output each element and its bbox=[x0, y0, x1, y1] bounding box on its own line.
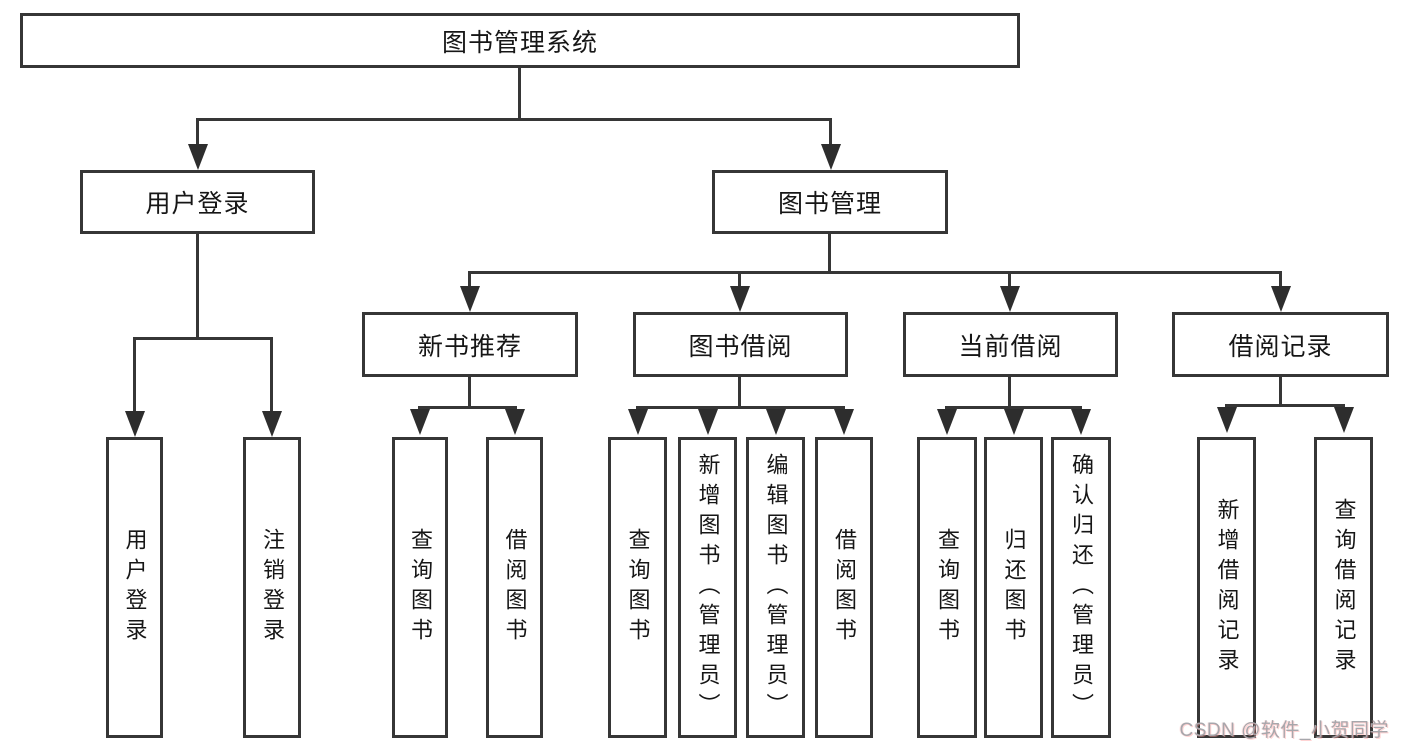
leaf-label: 确认归还（管理员） bbox=[1069, 452, 1094, 723]
arrowhead-icon bbox=[460, 286, 480, 312]
leaf-confirm-return-admin: 确认归还（管理员） bbox=[1051, 437, 1111, 738]
arrowhead-icon bbox=[410, 409, 430, 435]
node-borrow-record: 借阅记录 bbox=[1172, 312, 1389, 377]
arrowhead-icon bbox=[937, 409, 957, 435]
leaf-borrow-book-1: 借阅图书 bbox=[486, 437, 543, 738]
leaf-query-book-2: 查询图书 bbox=[608, 437, 667, 738]
node-user-login: 用户登录 bbox=[80, 170, 315, 234]
connector-line bbox=[468, 271, 1282, 274]
connector-line bbox=[1279, 274, 1282, 288]
leaf-label: 借阅图书 bbox=[832, 527, 857, 648]
leaf-label: 编辑图书（管理员） bbox=[763, 452, 789, 723]
leaf-edit-book-admin: 编辑图书（管理员） bbox=[746, 437, 805, 738]
leaf-label: 查询图书 bbox=[935, 527, 960, 648]
arrowhead-icon bbox=[698, 409, 718, 435]
connector-line bbox=[829, 121, 832, 146]
arrowhead-icon bbox=[1217, 407, 1237, 433]
connector-line bbox=[518, 68, 521, 121]
arrowhead-icon bbox=[1334, 407, 1354, 433]
arrowhead-icon bbox=[628, 409, 648, 435]
leaf-query-book-1: 查询图书 bbox=[392, 437, 448, 738]
node-new-book-recommend: 新书推荐 bbox=[362, 312, 578, 377]
node-book-borrow: 图书借阅 bbox=[633, 312, 848, 377]
leaf-add-borrow-record: 新增借阅记录 bbox=[1197, 437, 1256, 738]
arrowhead-icon bbox=[1000, 286, 1020, 312]
leaf-label: 新增图书（管理员） bbox=[695, 452, 721, 723]
arrowhead-icon bbox=[1004, 409, 1024, 435]
node-root: 图书管理系统 bbox=[20, 13, 1020, 68]
connector-line bbox=[133, 337, 273, 340]
node-book-management: 图书管理 bbox=[712, 170, 948, 234]
csdn-watermark: CSDN @软件_小贺同学 bbox=[1179, 720, 1389, 741]
connector-line bbox=[1279, 377, 1282, 406]
connector-line bbox=[1225, 404, 1345, 407]
arrowhead-icon bbox=[262, 411, 282, 437]
leaf-logout: 注销登录 bbox=[243, 437, 301, 738]
connector-line bbox=[133, 340, 136, 413]
connector-line bbox=[636, 406, 845, 409]
leaf-label: 查询图书 bbox=[625, 527, 651, 648]
arrowhead-icon bbox=[821, 144, 841, 170]
arrowhead-icon bbox=[834, 409, 854, 435]
leaf-return-book: 归还图书 bbox=[984, 437, 1043, 738]
connector-line bbox=[418, 406, 517, 409]
node-current-borrow: 当前借阅 bbox=[903, 312, 1118, 377]
leaf-query-book-3: 查询图书 bbox=[917, 437, 977, 738]
connector-line bbox=[196, 118, 832, 121]
leaf-label: 查询图书 bbox=[408, 527, 433, 648]
leaf-label: 归还图书 bbox=[1001, 527, 1027, 648]
arrowhead-icon bbox=[1271, 286, 1291, 312]
arrowhead-icon bbox=[188, 144, 208, 170]
leaf-label: 借阅图书 bbox=[502, 527, 528, 648]
leaf-query-borrow-record: 查询借阅记录 bbox=[1314, 437, 1373, 738]
connector-line bbox=[1008, 274, 1011, 288]
connector-line bbox=[1008, 377, 1011, 408]
leaf-label: 注销登录 bbox=[260, 527, 285, 648]
leaf-add-book-admin: 新增图书（管理员） bbox=[678, 437, 737, 738]
arrowhead-icon bbox=[505, 409, 525, 435]
arrowhead-icon bbox=[766, 409, 786, 435]
connector-line bbox=[270, 340, 273, 413]
leaf-borrow-book-2: 借阅图书 bbox=[815, 437, 873, 738]
connector-line bbox=[828, 234, 831, 273]
arrowhead-icon bbox=[1071, 409, 1091, 435]
arrowhead-icon bbox=[730, 286, 750, 312]
arrowhead-icon bbox=[125, 411, 145, 437]
leaf-label: 用户登录 bbox=[122, 527, 148, 648]
connector-line bbox=[738, 274, 741, 288]
connector-line bbox=[196, 234, 199, 340]
connector-line bbox=[468, 274, 471, 288]
connector-line bbox=[945, 406, 1082, 409]
connector-line bbox=[468, 377, 471, 408]
connector-line bbox=[196, 121, 199, 146]
leaf-user-login: 用户登录 bbox=[106, 437, 163, 738]
leaf-label: 查询借阅记录 bbox=[1331, 497, 1357, 678]
connector-line bbox=[738, 377, 741, 408]
leaf-label: 新增借阅记录 bbox=[1214, 497, 1240, 678]
